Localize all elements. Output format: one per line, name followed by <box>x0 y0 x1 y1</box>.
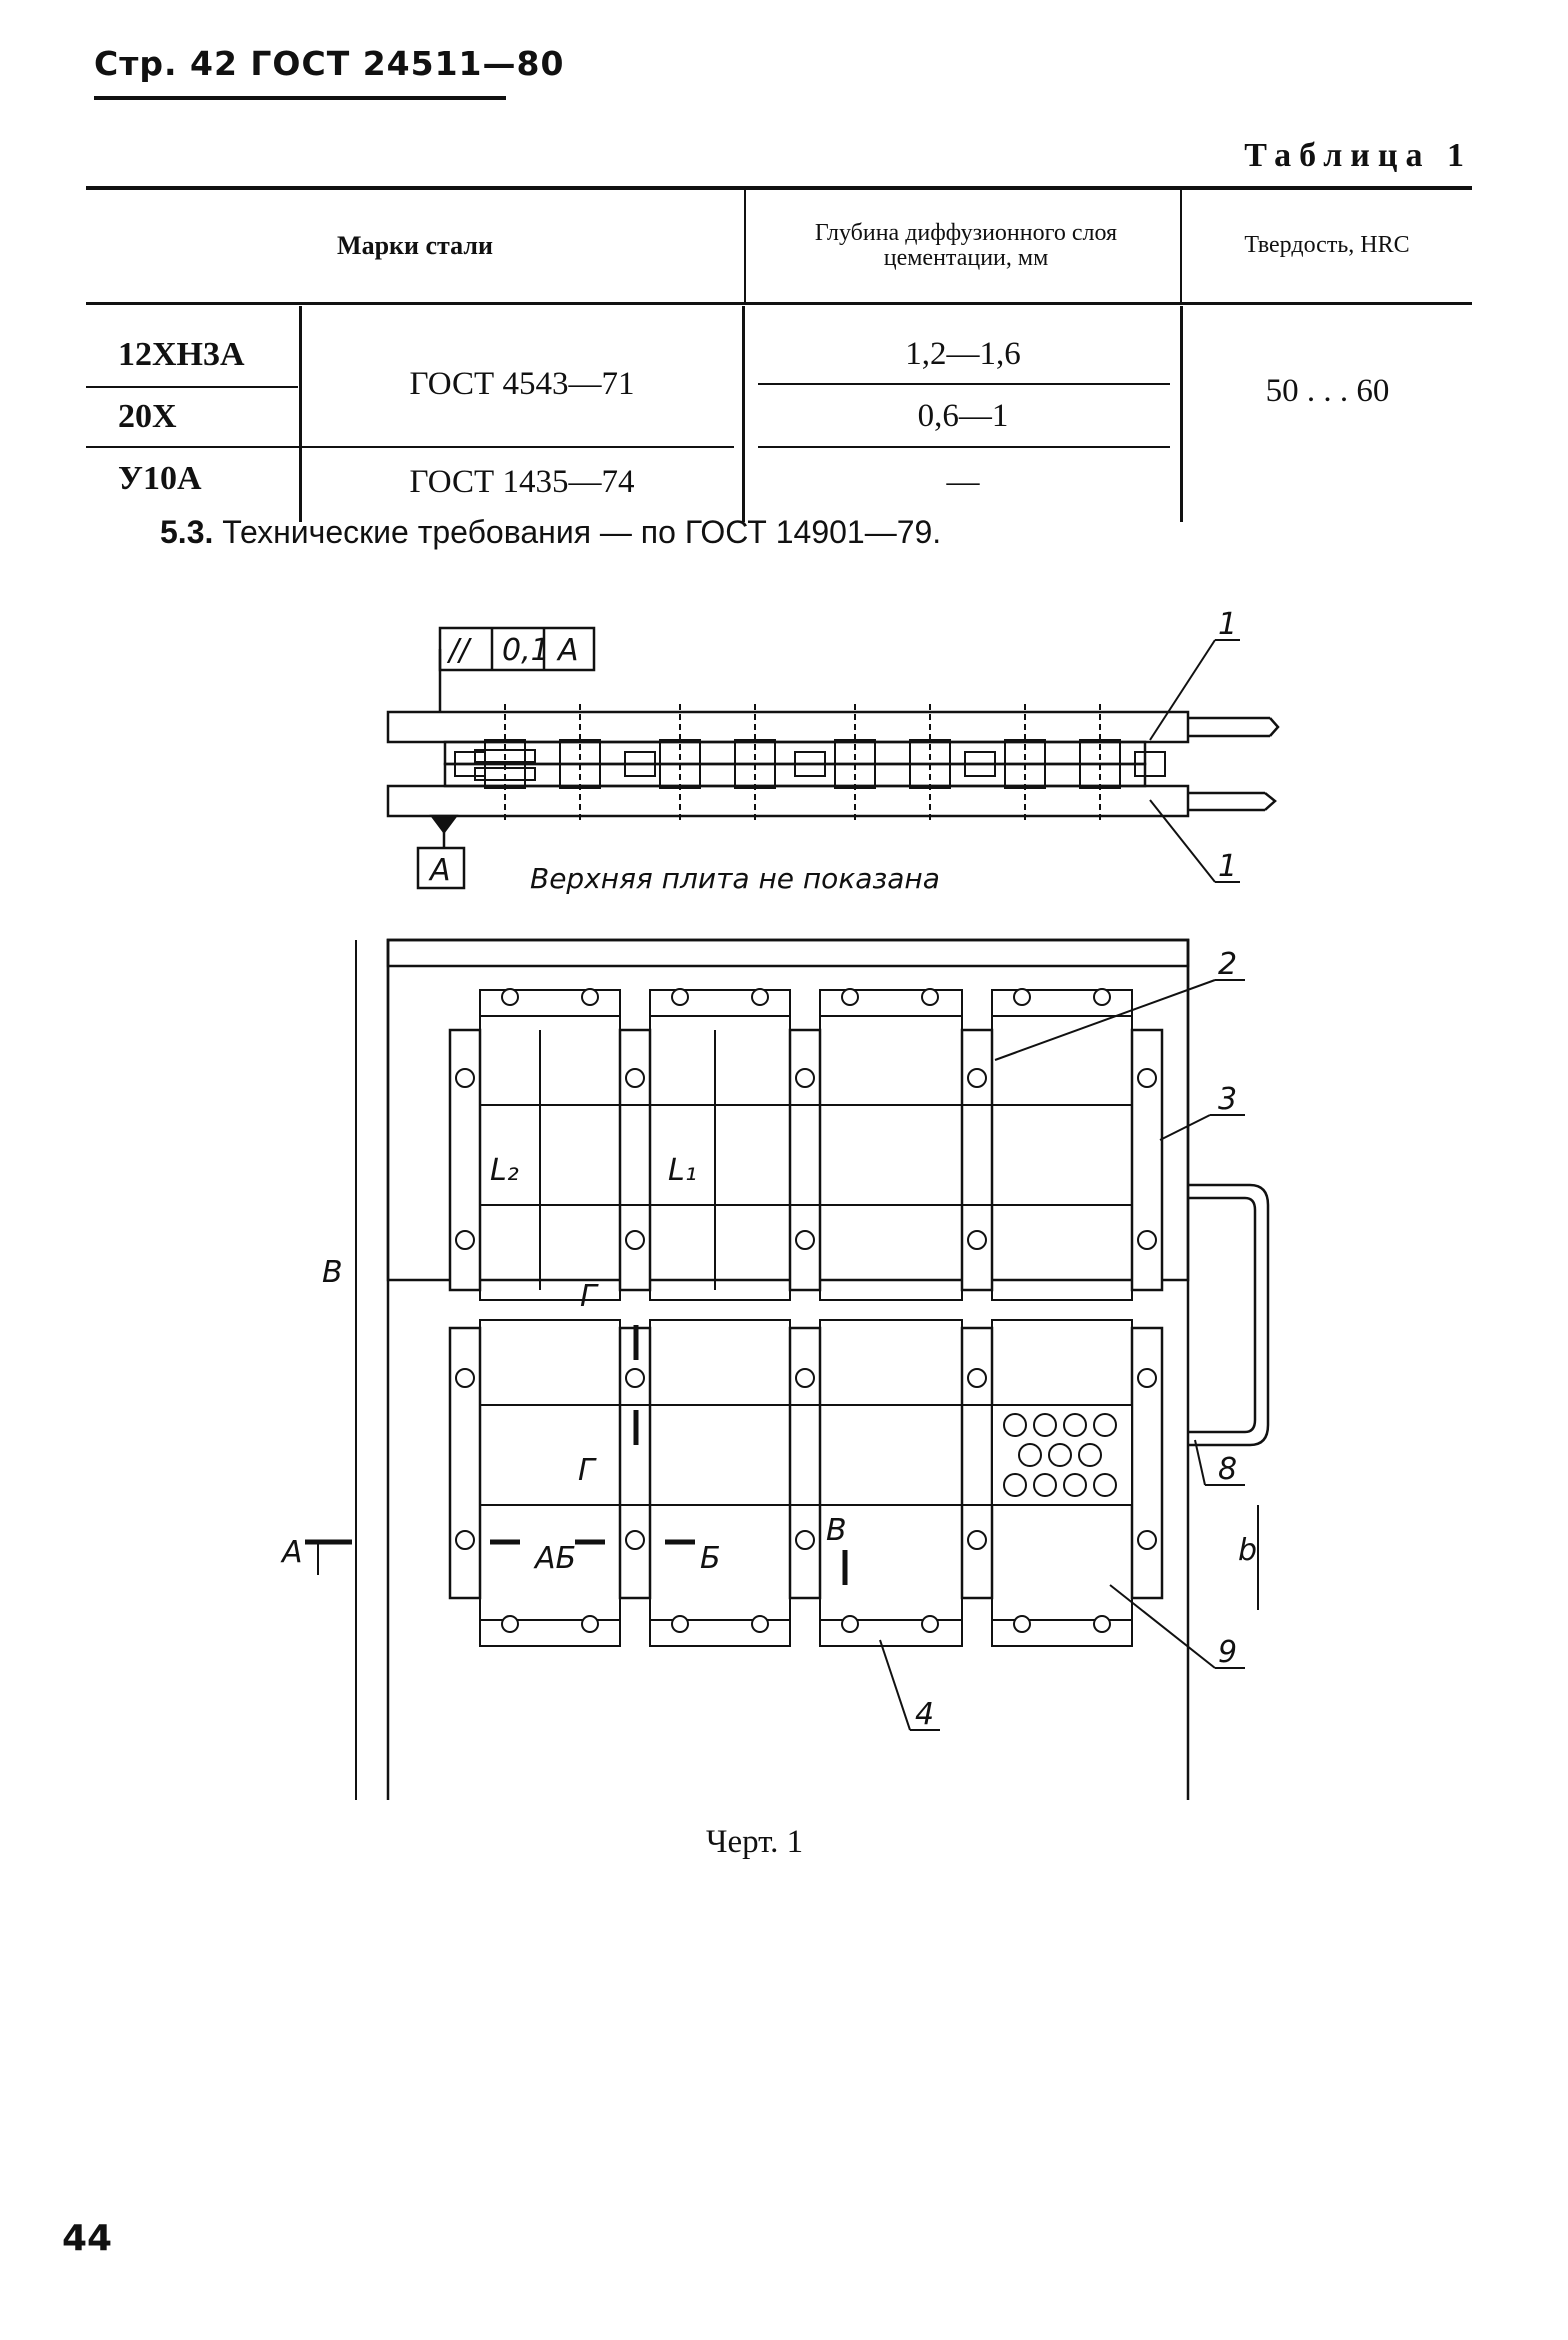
table-header-rule <box>86 302 1472 305</box>
tolerance-value: 0,1 <box>502 633 550 668</box>
dim-B: B <box>322 1255 343 1290</box>
callout-1-bottom: 1 <box>1218 849 1237 884</box>
clause-text: Технические требования — по ГОСТ 14901—7… <box>222 514 942 550</box>
row-divider <box>86 446 734 448</box>
section-B: Б <box>700 1541 721 1576</box>
section-V-top: В <box>826 1513 847 1548</box>
depth-cell: — <box>946 463 980 500</box>
side-view-lower-plate <box>386 784 1190 818</box>
grade-cell: У10А <box>118 460 202 497</box>
grade-cell: 12ХН3А <box>118 336 245 373</box>
tolerance-symbol: // <box>446 633 472 668</box>
dim-L1: L₁ <box>668 1153 697 1188</box>
callout-8: 8 <box>1218 1452 1237 1487</box>
section-A-B: АБ <box>533 1541 576 1576</box>
section-A: А <box>280 1535 303 1570</box>
standard-cell: ГОСТ 4543—71 <box>409 365 635 402</box>
header-depth: Глубина диффузионного слоя цементации, м… <box>814 219 1118 271</box>
dim-b: b <box>1238 1533 1257 1568</box>
page-header: Стр. 42 ГОСТ 24511—80 <box>94 44 565 83</box>
column-divider <box>1180 190 1182 302</box>
depth-cell: 1,2—1,6 <box>905 335 1021 372</box>
section-G-bottom: Г <box>578 1453 597 1488</box>
clause-5-3: 5.3. Технические требования — по ГОСТ 14… <box>160 514 941 551</box>
tolerance-datum: А <box>556 633 579 668</box>
dim-L2: L₂ <box>490 1153 519 1188</box>
callout-9: 9 <box>1218 1635 1237 1670</box>
column-divider <box>742 306 745 522</box>
row-divider <box>86 386 298 388</box>
column-divider <box>1180 306 1183 522</box>
datum-frame <box>416 846 466 890</box>
standard-cell: ГОСТ 1435—74 <box>409 463 635 500</box>
table-caption: Таблица 1 <box>1244 137 1472 174</box>
clause-number: 5.3. <box>160 514 214 550</box>
header-steel: Марки стали <box>337 231 493 261</box>
callout-2: 2 <box>1218 947 1237 982</box>
steel-table: Марки стали Глубина диффузионного слоя ц… <box>86 186 1472 522</box>
side-view-upper-plate <box>386 710 1190 744</box>
depth-cell: 0,6—1 <box>917 397 1009 434</box>
technical-drawing: // 0,1 А А 1 1 Верхняя плита не показана… <box>280 607 1280 1800</box>
header-hardness: Твердость, HRC <box>1244 232 1410 259</box>
callout-4: 4 <box>915 1697 934 1732</box>
grade-cell: 20Х <box>118 398 177 435</box>
figure-caption: Черт. 1 <box>706 1824 804 1860</box>
table-top-rule <box>86 186 1472 190</box>
page-number: 44 <box>62 2218 113 2259</box>
row-divider <box>758 383 1170 385</box>
drawing-note: Верхняя плита не показана <box>530 862 940 895</box>
hardness-cell: 50 . . . 60 <box>1265 372 1390 409</box>
header-underline <box>94 96 506 100</box>
datum-label: А <box>428 853 451 888</box>
column-divider <box>744 190 746 302</box>
row-divider <box>758 446 1170 448</box>
section-G-top: Г <box>580 1279 599 1314</box>
plan-base <box>386 938 1190 1800</box>
column-divider <box>299 306 302 522</box>
callout-3: 3 <box>1218 1082 1237 1117</box>
callout-1-top: 1 <box>1218 607 1237 642</box>
